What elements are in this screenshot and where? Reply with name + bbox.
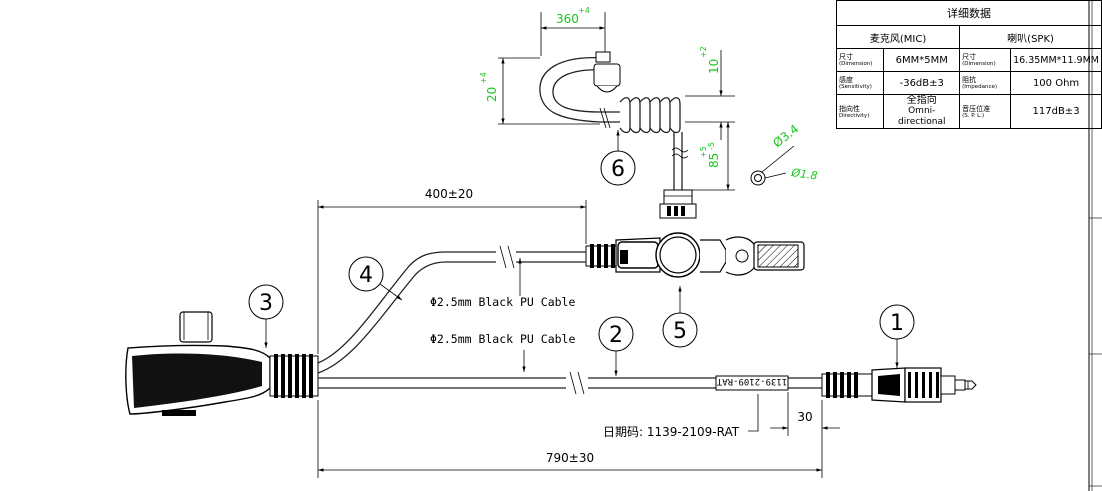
spec-row: 感度(Sensitivity) -36dB±3 阻抗(Impedance) 10… [835, 71, 1102, 95]
svg-text:+5: +5 [699, 146, 708, 158]
dim-upper-cable-length: 400±20 [425, 187, 473, 201]
cable-tag-text: 1139-2109-RAT [716, 376, 787, 386]
callout-6: 6 [600, 130, 636, 186]
spec-row: 尺寸(Dimension) 6MM*5MM 尺寸(Dimension) 16.3… [835, 48, 1102, 72]
spk-header: 喇叭(SPK) [959, 25, 1102, 49]
spec-table-title: 详细数据 [836, 0, 1102, 26]
callout-4: 4 [348, 256, 403, 301]
dim-stem-length: 85 [707, 153, 721, 168]
dim-inner-diameter: Ø1.8 [790, 166, 819, 183]
mic-directivity-value: 全指向 Omni-directional [883, 94, 961, 129]
svg-text:4: 4 [359, 263, 373, 288]
mic-dimension-value: 6MM*5MM [883, 48, 961, 72]
main-dimensions: 400±20 790±30 30 [317, 187, 840, 478]
svg-text:5: 5 [673, 319, 687, 344]
spec-table: 详细数据 麦克风(MIC) 喇叭(SPK) 尺寸(Dimension) 6MM*… [835, 0, 1102, 129]
dim-coil-height: 10 [707, 59, 721, 74]
svg-text:2: 2 [609, 323, 623, 348]
ptt-body [125, 311, 319, 416]
upper-cable [317, 245, 586, 374]
callout-2: 2 [598, 316, 634, 376]
mic-sensitivity-value: -36dB±3 [883, 71, 961, 95]
dim-outer-diameter: Ø3.4 [770, 122, 801, 151]
dim-left-height: 20 [485, 87, 499, 102]
svg-text:+4: +4 [578, 6, 590, 15]
acoustic-coil-tube [539, 51, 689, 190]
upper-cable-label: Φ2.5mm Black PU Cable [430, 295, 575, 309]
lower-cable: 1139-2109-RAT [318, 371, 822, 395]
svg-text:-5: -5 [707, 142, 716, 150]
svg-text:+4: +4 [479, 72, 488, 84]
lower-cable-label: Φ2.5mm Black PU Cable [430, 332, 575, 346]
dim-top-width: 360 [556, 12, 579, 26]
spk-dimension-value: 16.35MM*11.9MM [1010, 48, 1102, 72]
spk-spl-value: 117dB±3 [1010, 94, 1102, 129]
callout-1: 1 [879, 304, 915, 368]
date-code-label: 日期码: 1139-2109-RAT [603, 425, 740, 439]
spk-impedance-value: 100 Ohm [1010, 71, 1102, 95]
plug-connector [821, 367, 977, 403]
callout-5: 5 [662, 286, 698, 348]
svg-text:+2: +2 [699, 46, 708, 58]
svg-text:3: 3 [259, 291, 273, 316]
dim-total-length: 790±30 [546, 451, 594, 465]
speaker-housing [585, 189, 805, 278]
callout-3: 3 [248, 284, 284, 348]
svg-text:1: 1 [890, 311, 904, 336]
svg-text:6: 6 [611, 157, 625, 182]
dim-label-gap: 30 [797, 410, 812, 424]
mic-header: 麦克风(MIC) [835, 25, 961, 49]
